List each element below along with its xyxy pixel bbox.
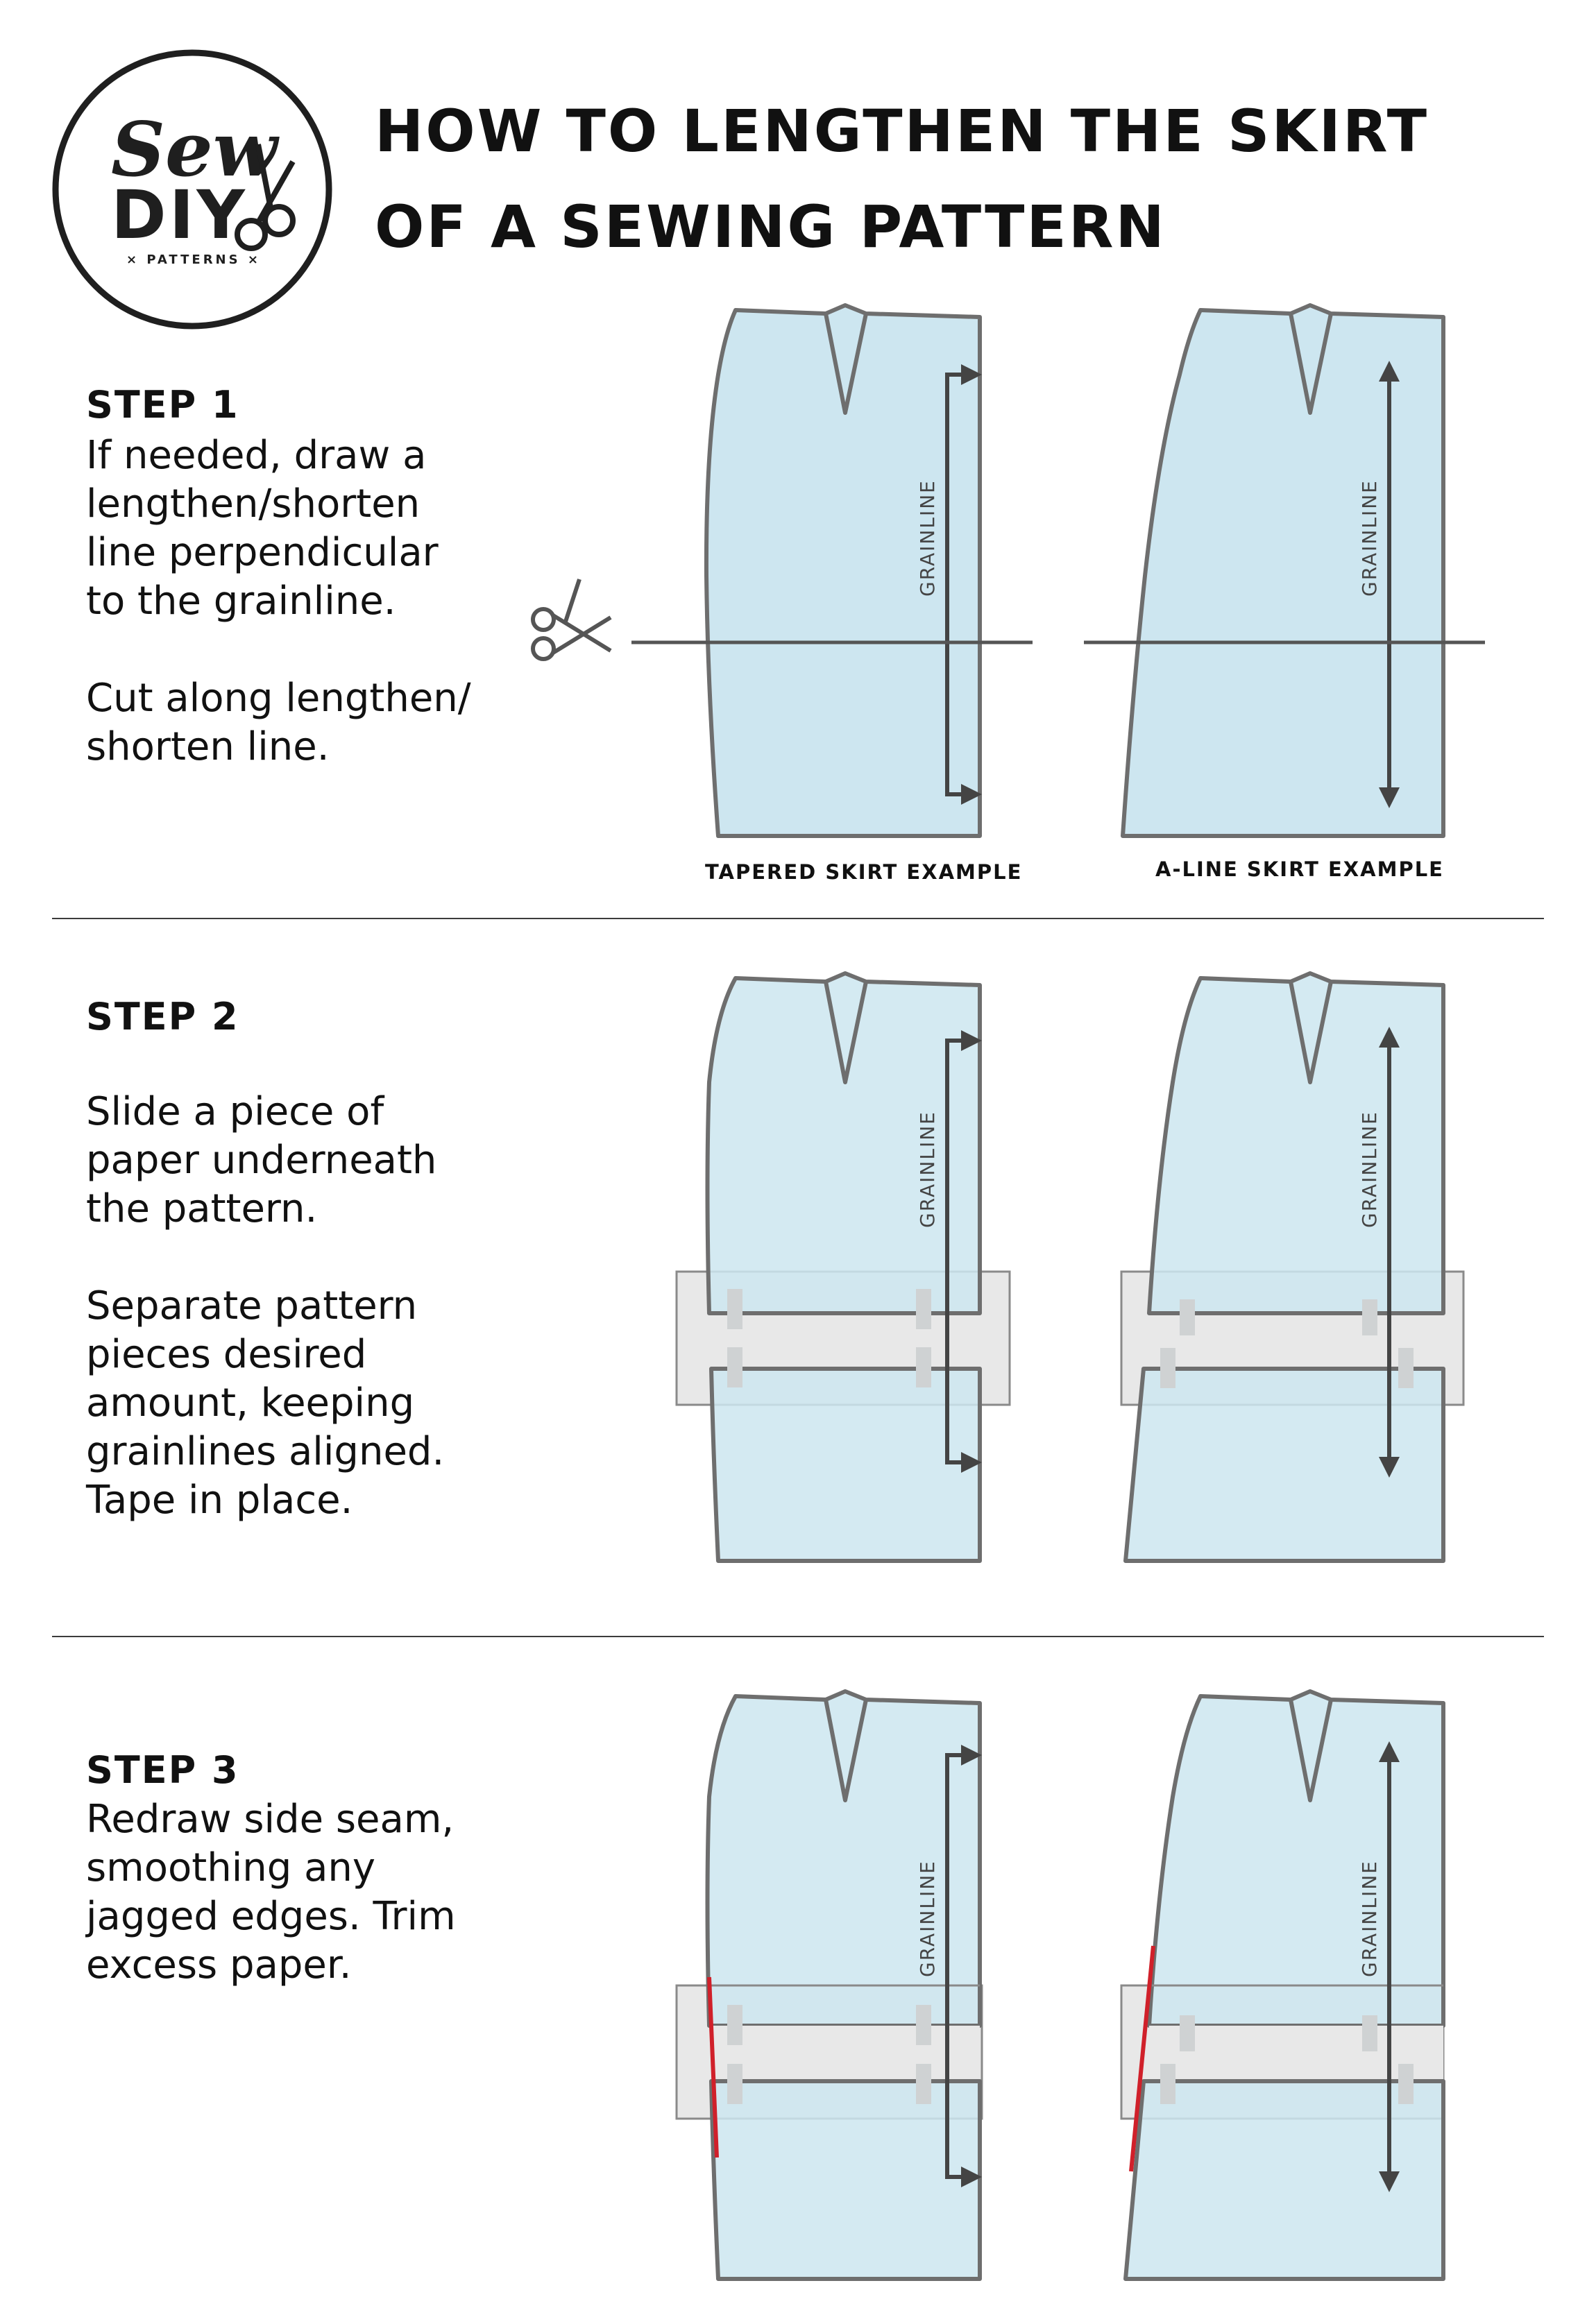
logo-script-text: Sew <box>111 106 280 194</box>
step-3-aline-skirt: GRAINLINE <box>1120 1689 1445 2281</box>
tape-piece <box>916 1289 931 1329</box>
dart <box>1289 981 1333 1084</box>
tape-piece <box>1362 2015 1377 2051</box>
caption-tapered-skirt: TAPERED SKIRT EXAMPLE <box>705 860 1023 884</box>
tape-piece <box>1160 2064 1175 2104</box>
paper-fill-band <box>711 2026 980 2081</box>
grainline-label: GRAINLINE <box>1358 479 1381 597</box>
section-divider-2 <box>52 1636 1544 1637</box>
step-3-body: Redraw side seam, smoothing any jagged e… <box>86 1795 456 1990</box>
step-1-line: shorten line. <box>86 724 330 769</box>
step-3-tapered-skirt: GRAINLINE <box>675 1689 983 2281</box>
tape-piece <box>916 2064 931 2104</box>
caption-aline-skirt: A-LINE SKIRT EXAMPLE <box>1155 857 1444 881</box>
dart <box>824 1699 868 1802</box>
step-2-line: amount, keeping <box>86 1381 415 1426</box>
step-1-heading: STEP 1 <box>86 383 239 427</box>
step-2-line: pieces desired <box>86 1332 367 1377</box>
grainline-label: GRAINLINE <box>916 1111 939 1228</box>
dart <box>824 313 868 415</box>
page-title-line-1: HOW TO LENGTHEN THE SKIRT <box>375 97 1429 165</box>
tapered-pattern-piece <box>704 303 982 838</box>
tape-piece <box>916 2005 931 2045</box>
step-2-line: Slide a piece of <box>86 1089 384 1134</box>
step-3-line: excess paper. <box>86 1942 352 1988</box>
step-3-line: smoothing any <box>86 1845 376 1890</box>
tape-piece <box>1180 2015 1195 2051</box>
aline-pattern-piece <box>1121 303 1445 838</box>
redrawn-side-seam <box>707 1976 719 2158</box>
aline-upper-piece <box>1147 971 1445 1315</box>
step-2-line: the pattern. <box>86 1186 318 1231</box>
scissors-icon <box>531 579 612 661</box>
grainline-arrow <box>945 364 982 805</box>
step-2-tapered-skirt: GRAINLINE <box>675 971 1011 1563</box>
tape-piece <box>727 1289 742 1329</box>
dart <box>1289 1699 1333 1802</box>
tape-piece <box>1160 1348 1175 1388</box>
step-2-line: Tape in place. <box>86 1478 353 1523</box>
dart <box>824 981 868 1084</box>
tape-piece <box>727 1347 742 1387</box>
tape-piece <box>727 2064 742 2104</box>
step-1-line: Cut along lengthen/ <box>86 676 471 721</box>
step-3-line: jagged edges. Trim <box>86 1894 456 1939</box>
tape-piece <box>1362 1299 1377 1335</box>
tapered-lower-piece <box>709 1367 982 1563</box>
logo-small-text: × PATTERNS × <box>126 253 261 267</box>
aline-lower-piece <box>1123 2079 1445 2281</box>
step-2-heading: STEP 2 <box>86 995 239 1039</box>
step-2-aline-skirt: GRAINLINE <box>1120 971 1465 1563</box>
tape-piece <box>727 2005 742 2045</box>
grainline-label: GRAINLINE <box>916 1860 939 1977</box>
aline-lower-piece <box>1123 1367 1445 1563</box>
tapered-upper-piece <box>705 1689 982 2028</box>
scissors-icon <box>235 144 296 251</box>
step-3-heading: STEP 3 <box>86 1748 239 1792</box>
step-2-body: Slide a piece of paper underneath the pa… <box>86 1088 444 1525</box>
aline-upper-piece <box>1147 1689 1445 2028</box>
tape-piece <box>1398 2064 1414 2104</box>
step-1-tapered-skirt: GRAINLINE <box>631 303 1033 838</box>
grainline-arrow <box>945 1745 982 2187</box>
grainline-label: GRAINLINE <box>1358 1860 1381 1977</box>
tape-piece <box>916 1347 931 1387</box>
dart <box>1289 313 1333 415</box>
step-2-line: paper underneath <box>86 1138 437 1183</box>
grainline-arrow <box>945 1030 982 1473</box>
step-1-line: If needed, draw a <box>86 433 427 478</box>
step-1-line: line perpendicular <box>86 530 439 575</box>
tape-piece <box>1180 1299 1195 1335</box>
step-1-aline-skirt: GRAINLINE <box>1084 303 1485 838</box>
tape-piece <box>1398 1348 1414 1388</box>
tapered-lower-piece <box>709 2079 982 2281</box>
tapered-upper-piece <box>705 971 982 1315</box>
step-1-line: lengthen/shorten <box>86 481 421 527</box>
step-3-line: Redraw side seam, <box>86 1797 455 1842</box>
sew-diy-logo: Sew DIY × PATTERNS × <box>52 49 332 330</box>
step-2-line: grainlines aligned. <box>86 1429 445 1474</box>
step-1-body: If needed, draw a lengthen/shorten line … <box>86 432 471 771</box>
section-divider-1 <box>52 918 1544 919</box>
page-title-line-2: OF A SEWING PATTERN <box>375 193 1166 261</box>
grainline-label: GRAINLINE <box>916 479 939 597</box>
step-1-line: to the grainline. <box>86 579 396 624</box>
redrawn-side-seam <box>1129 1945 1155 2172</box>
grainline-label: GRAINLINE <box>1358 1111 1381 1228</box>
step-2-line: Separate pattern <box>86 1283 418 1328</box>
logo-block-text: DIY <box>111 176 248 254</box>
